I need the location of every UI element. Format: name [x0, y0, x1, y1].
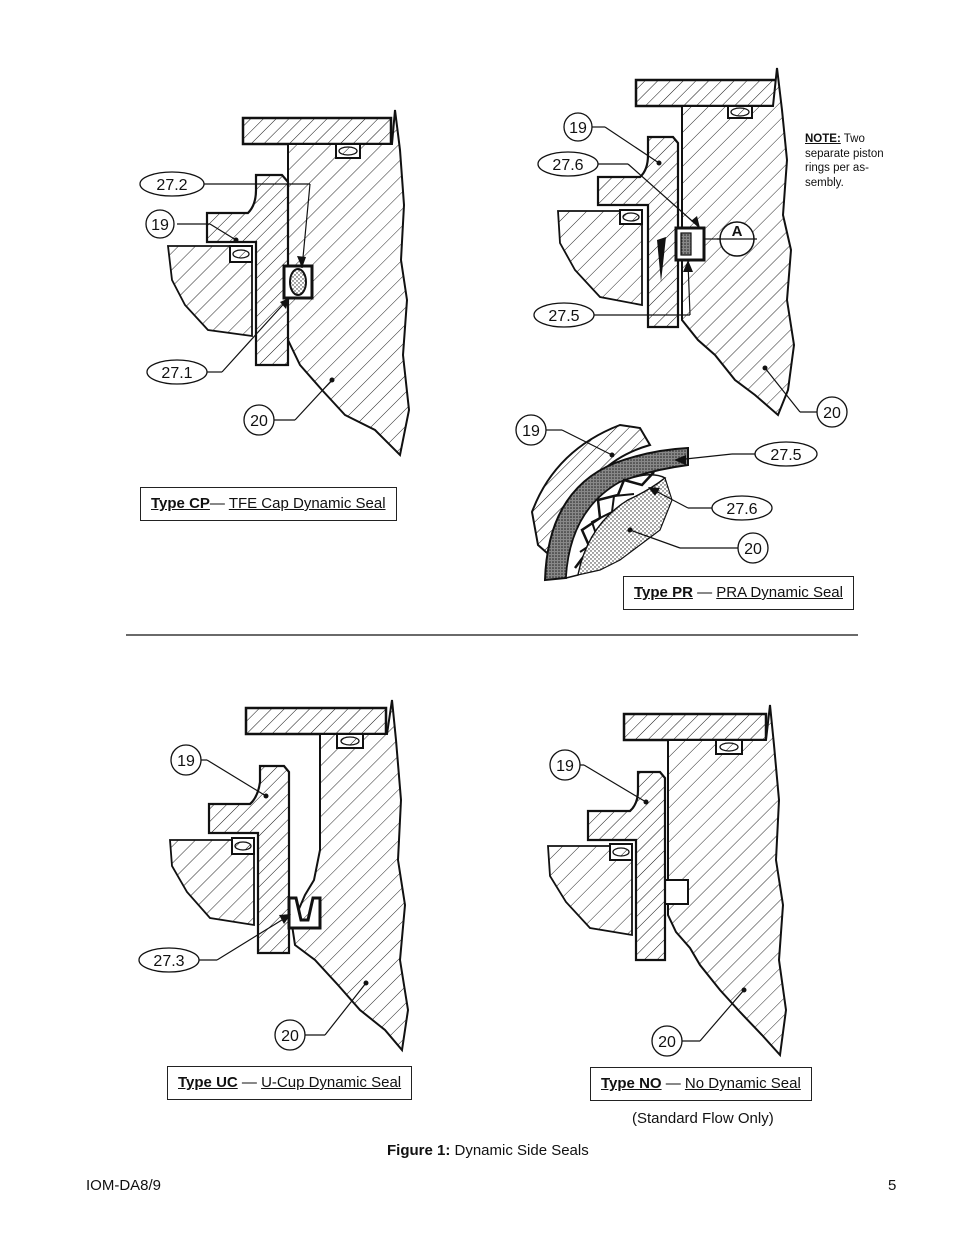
svg-text:27.3: 27.3: [153, 953, 184, 970]
callout-19: 19: [145, 209, 175, 239]
caption-type: Type UC: [178, 1074, 238, 1091]
callout-27-5: 27.5: [754, 441, 818, 467]
caption-type-uc: Type UC — U-Cup Dynamic Seal: [167, 1066, 413, 1100]
detail-marker-a: A: [732, 223, 743, 240]
callout-19: 19: [170, 744, 202, 776]
caption-type: Type PR: [634, 584, 693, 601]
svg-text:27.1: 27.1: [161, 365, 192, 382]
caption-subtitle: (Standard Flow Only): [632, 1110, 774, 1127]
svg-text:19: 19: [556, 758, 574, 775]
callout-20: 20: [243, 404, 275, 436]
svg-text:27.6: 27.6: [552, 157, 583, 174]
callout-20: 20: [651, 1025, 683, 1057]
caption-name: No Dynamic Seal: [684, 1075, 801, 1092]
caption-type-no: Type NO — No Dynamic Seal: [590, 1067, 812, 1101]
caption-type-pr: Type PR — PRA Dynamic Seal: [623, 576, 854, 610]
callout-27-1: 27.1: [146, 359, 208, 385]
footer-page-number: 5: [888, 1177, 897, 1194]
callout-19: 19: [515, 414, 547, 446]
callout-27-6: 27.6: [711, 495, 773, 521]
svg-text:27.6: 27.6: [726, 501, 757, 518]
callout-19: 19: [549, 749, 581, 781]
figure-caption: Figure 1: Dynamic Side Seals: [387, 1142, 589, 1159]
drawing-pra-detail: 19 27.5 27.6 20: [515, 414, 818, 582]
svg-text:27.5: 27.5: [548, 308, 579, 325]
svg-text:20: 20: [744, 541, 762, 558]
svg-text:19: 19: [522, 423, 540, 440]
callout-27-3: 27.3: [138, 947, 200, 973]
callout-19: 19: [563, 112, 593, 142]
drawing-type-no: 19 20: [547, 704, 788, 1058]
callout-20: 20: [274, 1019, 306, 1051]
callout-20: 20: [737, 532, 769, 564]
caption-name: U-Cup Dynamic Seal: [261, 1074, 402, 1091]
svg-text:19: 19: [569, 120, 587, 137]
caption-type-cp: Type CP— TFE Cap Dynamic Seal: [140, 487, 397, 521]
drawing-type-pr: A 19 27.6 27.5 20: [533, 67, 848, 428]
svg-text:27.5: 27.5: [770, 447, 801, 464]
svg-text:19: 19: [151, 217, 169, 234]
callout-20: 20: [816, 396, 848, 428]
pr-note: NOTE: Two separate piston rings per as-s…: [805, 133, 884, 189]
caption-type: Type CP: [151, 495, 210, 512]
svg-text:20: 20: [281, 1028, 299, 1045]
svg-text:20: 20: [658, 1034, 676, 1051]
caption-name: TFE Cap Dynamic Seal: [228, 495, 386, 512]
caption-type: Type NO: [601, 1075, 662, 1092]
drawing-type-cp: 27.2 19 27.1 20: [139, 109, 411, 458]
footer-doc-id: IOM-DA8/9: [86, 1177, 162, 1194]
drawing-type-uc: 19 27.3 20: [138, 699, 410, 1053]
callout-27-2: 27.2: [139, 171, 205, 197]
svg-text:27.2: 27.2: [156, 177, 187, 194]
svg-text:19: 19: [177, 753, 195, 770]
callout-27-6: 27.6: [537, 151, 599, 177]
svg-text:20: 20: [823, 405, 841, 422]
svg-text:20: 20: [250, 413, 268, 430]
callout-27-5: 27.5: [533, 302, 595, 328]
caption-name: PRA Dynamic Seal: [716, 584, 843, 601]
